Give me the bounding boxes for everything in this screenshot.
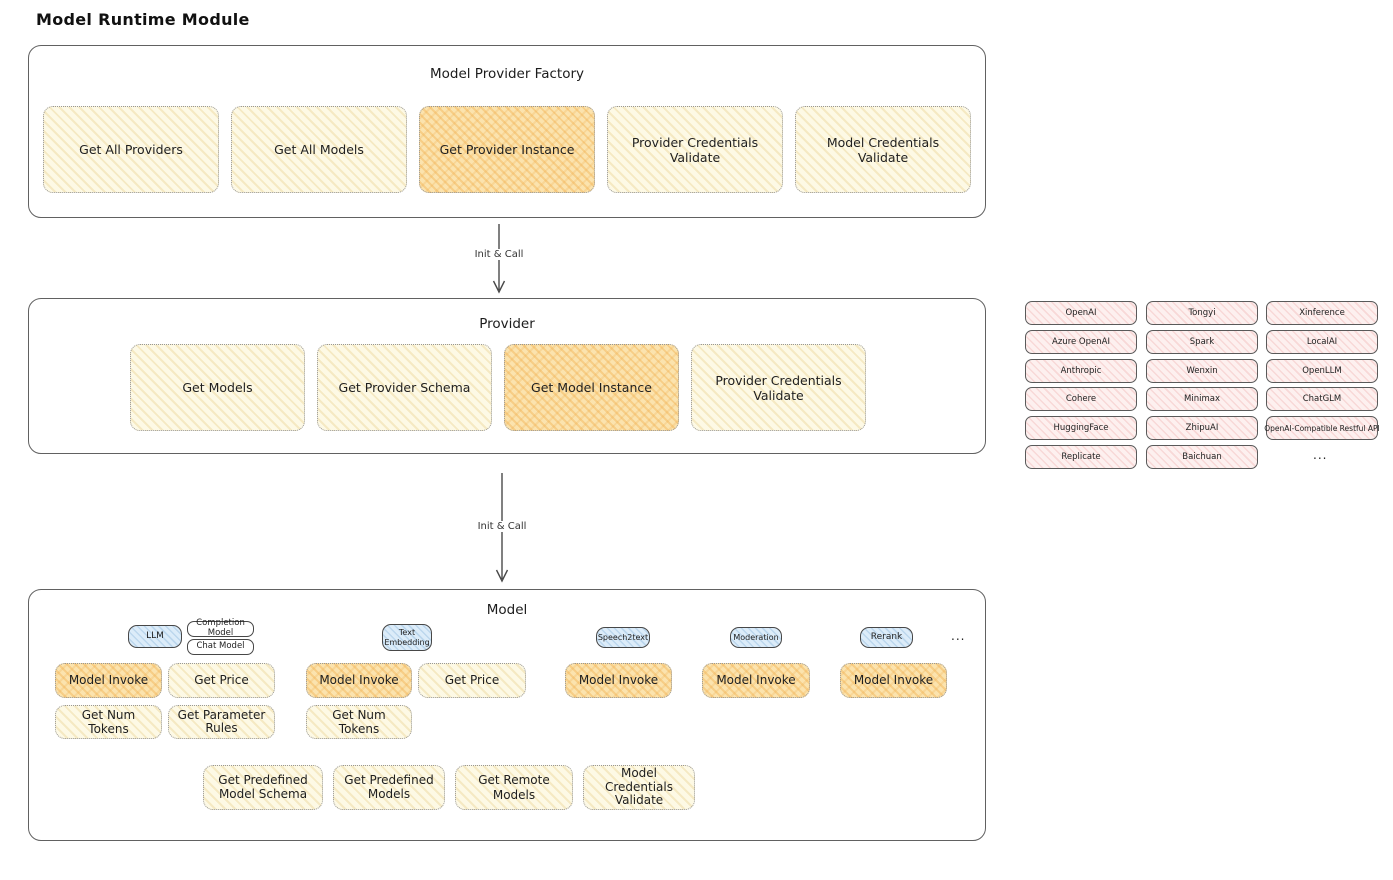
model-credentials-validate-node-2: Model Credentials Validate [583,765,695,810]
provider-pill-chatglm: ChatGLM [1266,387,1378,411]
tag-moderation: Moderation [730,627,782,648]
provider-list-ellipsis: ... [1313,448,1328,462]
provider-pill-openllm: OpenLLM [1266,359,1378,383]
get-price-llm-node: Get Price [168,663,275,698]
provider-pill-xinference: Xinference [1266,301,1378,325]
get-num-tokens-text-embedding-node: Get Num Tokens [306,705,412,739]
get-models-node: Get Models [130,344,305,431]
get-price-text-embedding-node: Get Price [418,663,526,698]
model-invoke-speech2text-node: Model Invoke [565,663,672,698]
factory-title: Model Provider Factory [429,66,584,82]
provider-pill-zhipuai: ZhipuAI [1146,416,1258,440]
model-invoke-rerank-node: Model Invoke [840,663,947,698]
get-all-models-node: Get All Models [231,106,407,193]
provider-pill-anthropic: Anthropic [1025,359,1137,383]
provider-pill-wenxin: Wenxin [1146,359,1258,383]
arrow-factory-to-provider [490,224,508,296]
model-title: Model [486,602,528,618]
get-predefined-models-node: Get Predefined Models [333,765,445,810]
get-model-instance-node: Get Model Instance [504,344,679,431]
provider-pill-azure-openai: Azure OpenAI [1025,330,1137,354]
provider-pill-spark: Spark [1146,330,1258,354]
tag-llm: LLM [128,625,182,648]
provider-pill-replicate: Replicate [1025,445,1137,469]
get-provider-schema-node: Get Provider Schema [317,344,492,431]
tag-text-embedding: Text Embedding [382,624,432,651]
provider-pill-huggingface: HuggingFace [1025,416,1137,440]
provider-pill-minimax: Minimax [1146,387,1258,411]
provider-credentials-validate-node: Provider Credentials Validate [607,106,783,193]
page-title: Model Runtime Module [36,10,250,29]
get-predefined-model-schema-node: Get Predefined Model Schema [203,765,323,810]
provider-pill-localai: LocalAI [1266,330,1378,354]
tag-rerank: Rerank [860,627,913,648]
model-tags-ellipsis: ... [951,629,966,643]
provider-pill-openai: OpenAI [1025,301,1137,325]
get-provider-instance-node: Get Provider Instance [419,106,595,193]
provider-pill-tongyi: Tongyi [1146,301,1258,325]
arrow1-label: Init & Call [470,249,528,260]
provider-pill-openai-compatible-restful-api: OpenAI-Compatible Restful API [1264,416,1380,440]
tag-completion-model: Completion Model [187,618,254,638]
model-invoke-text-embedding-node: Model Invoke [306,663,412,698]
provider-credentials-validate-node-2: Provider Credentials Validate [691,344,866,431]
arrow2-label: Init & Call [473,521,531,532]
tag-speech2text: Speech2text [596,627,650,648]
get-all-providers-node: Get All Providers [43,106,219,193]
provider-pill-baichuan: Baichuan [1146,445,1258,469]
get-remote-models-node: Get Remote Models [455,765,573,810]
provider-pill-cohere: Cohere [1025,387,1137,411]
get-num-tokens-llm-node: Get Num Tokens [55,705,162,739]
model-credentials-validate-node: Model Credentials Validate [795,106,971,193]
get-parameter-rules-node: Get Parameter Rules [168,705,275,739]
model-invoke-llm-node: Model Invoke [55,663,162,698]
provider-title: Provider [479,316,535,332]
tag-chat-model: Chat Model [187,639,254,655]
model-invoke-moderation-node: Model Invoke [702,663,810,698]
